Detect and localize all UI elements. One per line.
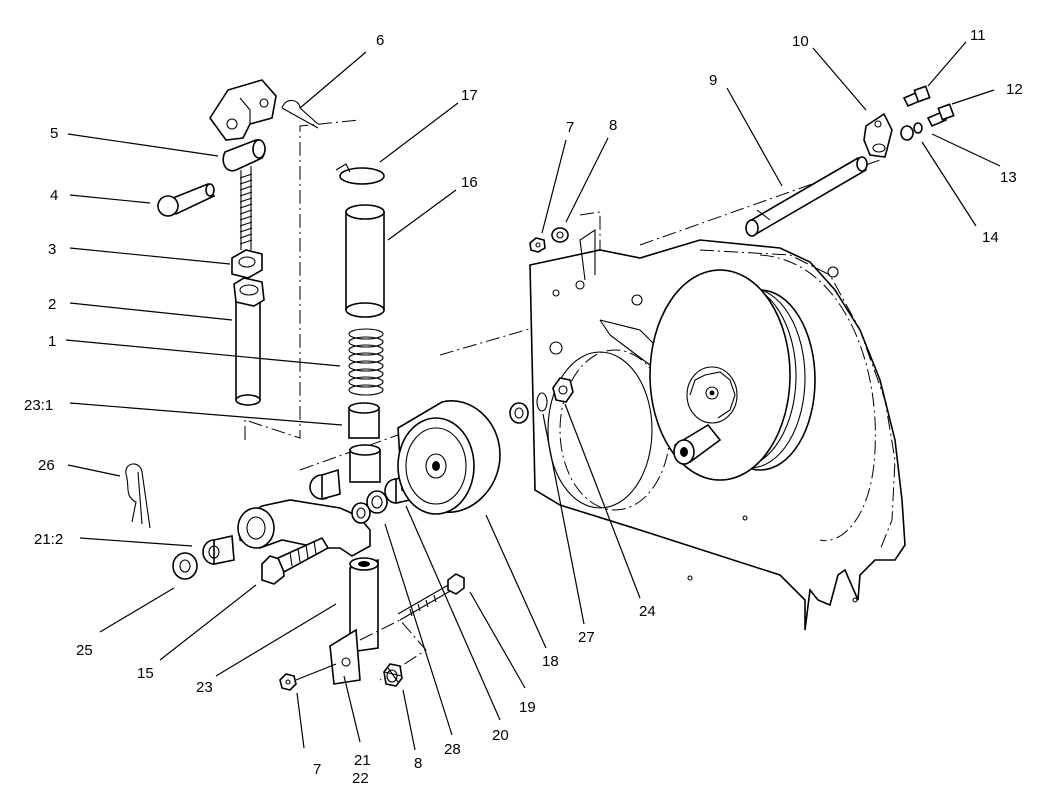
- callout-12: 12: [1006, 81, 1023, 98]
- compression-spring: [348, 328, 384, 396]
- callout-9: 9: [709, 72, 717, 89]
- callout-15: 15: [137, 665, 154, 682]
- callout-1: 1: [48, 333, 56, 350]
- callout-17: 17: [461, 87, 478, 104]
- callout-14: 14: [982, 229, 999, 246]
- callout-labels: 6 17 5 16 4 3 2 1 23:1 26 21:2 25 15 23 …: [24, 27, 1023, 787]
- hairpin-clip-6: [281, 99, 319, 129]
- callout-8-top: 8: [609, 117, 617, 134]
- callout-10: 10: [792, 33, 809, 50]
- callout-26: 26: [38, 457, 55, 474]
- rod-assembly: [745, 85, 955, 237]
- bushing-23-1: [348, 402, 381, 483]
- shoulder-bolt: [261, 536, 330, 585]
- carriage-bolt: [397, 573, 465, 621]
- callout-4: 4: [50, 187, 58, 204]
- callout-6: 6: [376, 32, 384, 49]
- bushing-21-2: [202, 535, 235, 565]
- callout-20: 20: [492, 727, 509, 744]
- adjuster-tube: [233, 277, 265, 406]
- idler-pulley: [397, 400, 501, 515]
- callout-21: 21: [354, 752, 371, 769]
- callout-18: 18: [542, 653, 559, 670]
- callout-16: 16: [461, 174, 478, 191]
- hex-nut-3: [231, 249, 263, 279]
- bottom-nut: [279, 663, 337, 691]
- callout-19: 19: [519, 699, 536, 716]
- callout-11: 11: [970, 27, 986, 44]
- callout-2: 2: [48, 296, 56, 313]
- callout-8-bottom: 8: [414, 755, 422, 772]
- idler-arm: [237, 499, 427, 685]
- flange-bushing: [309, 468, 341, 501]
- callout-21-2: 21:2: [34, 531, 63, 548]
- callout-23-1: 23:1: [24, 397, 53, 414]
- top-nut-washer: [529, 227, 569, 253]
- clevis-bracket: [209, 79, 277, 141]
- hairpin-clip-26: [125, 463, 151, 529]
- callout-22: 22: [352, 770, 369, 787]
- callout-27: 27: [578, 629, 595, 646]
- spring-sleeve: [345, 204, 385, 318]
- callout-23: 23: [196, 679, 213, 696]
- threaded-rod: [222, 139, 266, 250]
- idler-nut-washer: [509, 377, 574, 424]
- callout-24: 24: [639, 603, 656, 620]
- clevis-pin: [157, 182, 216, 217]
- callout-7-top: 7: [566, 119, 574, 136]
- callout-7-bottom: 7: [313, 761, 321, 778]
- callout-3: 3: [48, 241, 56, 258]
- pulley-housing: [547, 249, 896, 551]
- washer-25: [172, 552, 198, 580]
- hose-clamp: [335, 163, 385, 185]
- callout-5: 5: [50, 125, 58, 142]
- bottom-nut-8: [383, 663, 403, 687]
- callout-13: 13: [1000, 169, 1017, 186]
- callout-28: 28: [444, 741, 461, 758]
- leader-lines: [65, 41, 1001, 751]
- callout-25: 25: [76, 642, 93, 659]
